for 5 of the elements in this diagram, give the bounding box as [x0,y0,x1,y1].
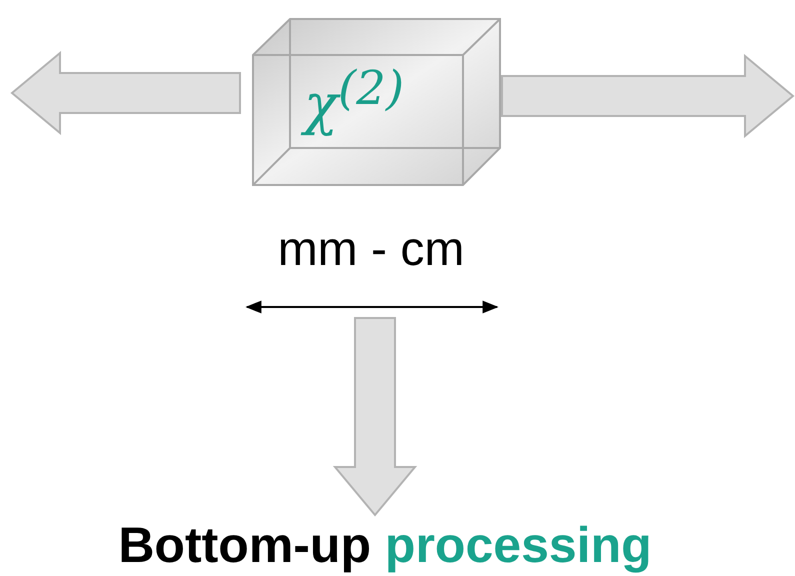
block-arrow [501,54,795,138]
heading-text: Bottom-up processing [90,515,680,575]
dimension-label: mm - cm [276,222,466,278]
block-arrow [332,317,418,517]
block-arrow [10,50,241,136]
